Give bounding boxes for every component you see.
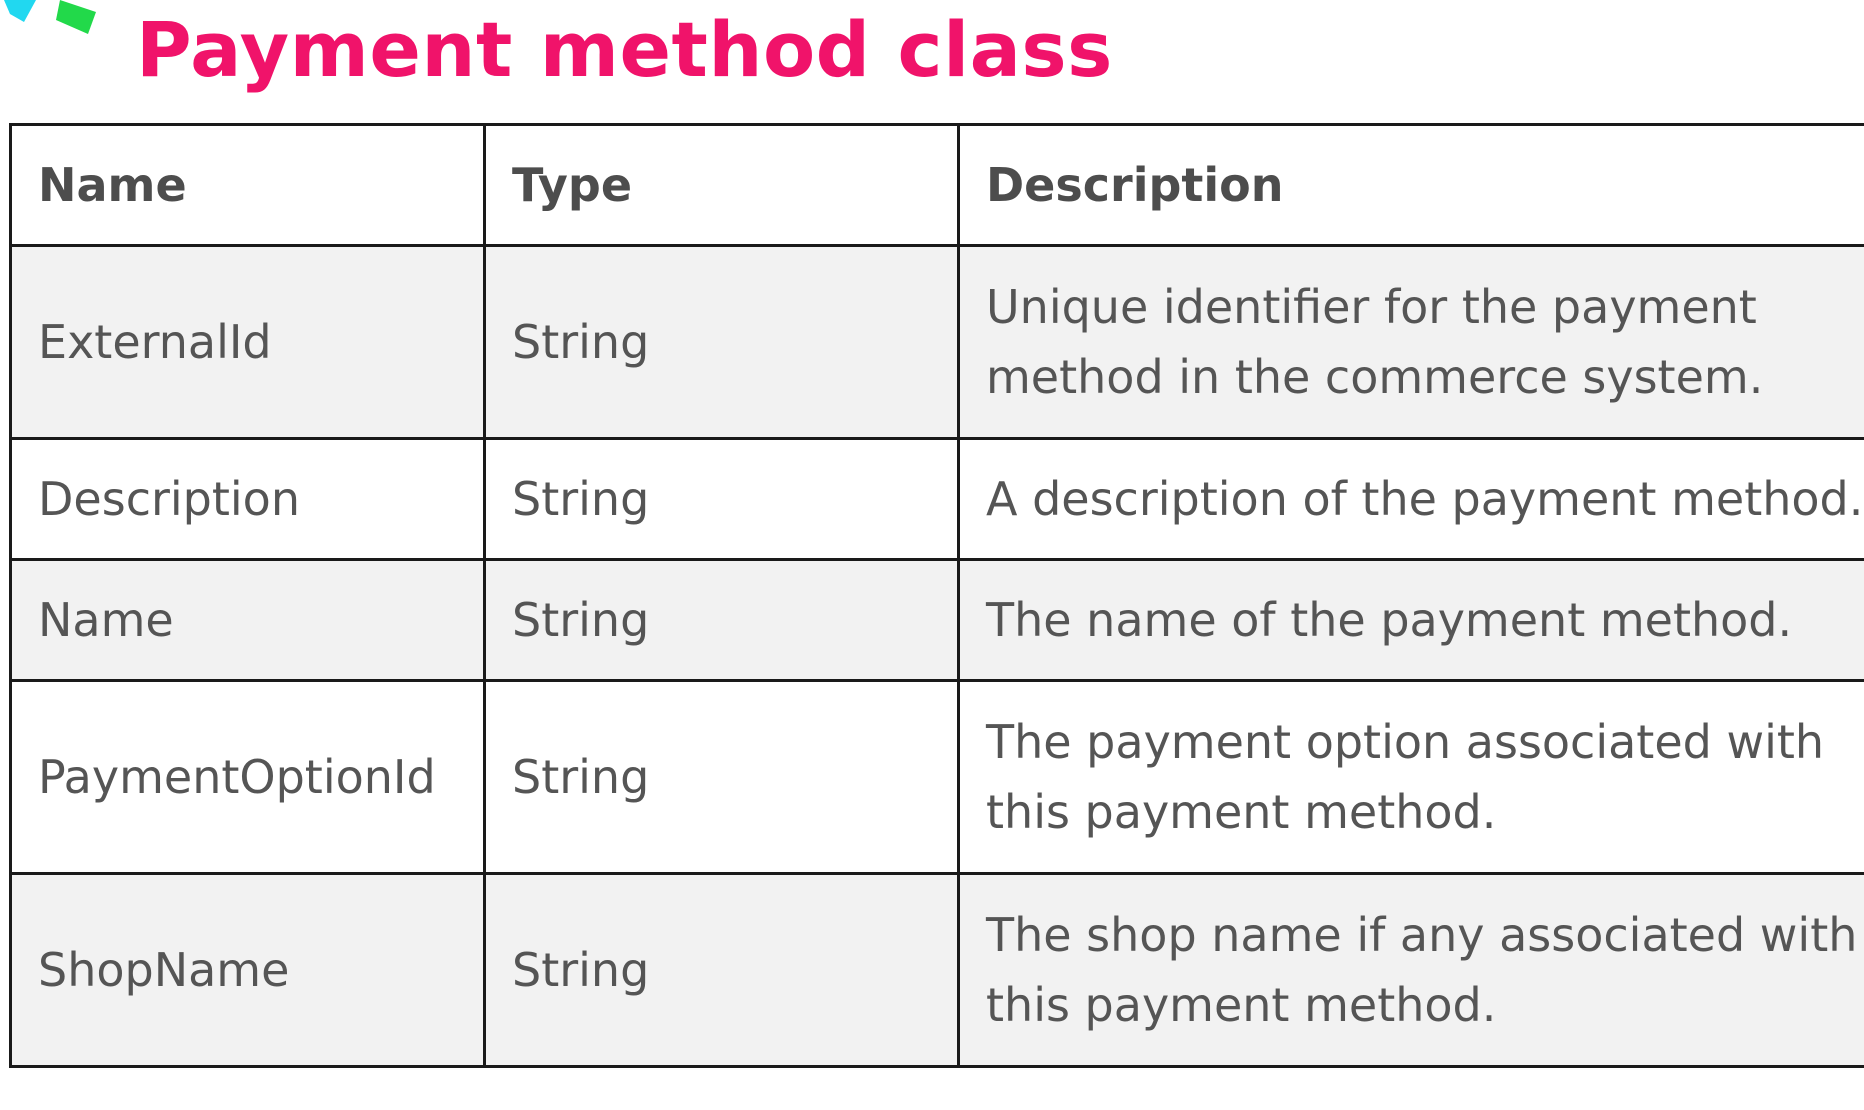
cell-description: The payment option associated with this … (957, 679, 1864, 875)
cell-name: ExternalId (9, 244, 486, 440)
cell-type: String (483, 437, 960, 561)
payment-method-table-container: Name Type Description ExternalId String … (9, 123, 1864, 1068)
table-row: PaymentOptionId String The payment optio… (9, 679, 1864, 875)
payment-method-table: Name Type Description ExternalId String … (9, 123, 1864, 1068)
description-line: this payment method. (986, 978, 1497, 1032)
cell-type: String (483, 558, 960, 682)
description-line: this payment method. (986, 785, 1497, 839)
cell-name: PaymentOptionId (9, 679, 486, 875)
table-row: ShopName String The shop name if any ass… (9, 872, 1864, 1068)
cell-description: Unique identifier for the payment method… (957, 244, 1864, 440)
cell-description: The name of the payment method. (957, 558, 1864, 682)
cell-description: The shop name if any associated with thi… (957, 872, 1864, 1068)
cell-description: A description of the payment method. (957, 437, 1864, 561)
description-line: The payment option associated with (986, 715, 1825, 769)
table-row: Description String A description of the … (9, 437, 1864, 561)
description-line: The shop name if any associated with (986, 908, 1858, 962)
column-header-type: Type (483, 123, 960, 247)
table-row: Name String The name of the payment meth… (9, 558, 1864, 682)
cell-name: Name (9, 558, 486, 682)
cell-type: String (483, 679, 960, 875)
table-header-row: Name Type Description (9, 123, 1864, 247)
page-title: Payment method class (136, 5, 1113, 94)
cell-name: ShopName (9, 872, 486, 1068)
description-line: A description of the payment method. (986, 472, 1864, 526)
cyan-shape-icon (4, 0, 36, 22)
cell-name: Description (9, 437, 486, 561)
description-line: Unique identifier for the payment (986, 280, 1757, 334)
table-row: ExternalId String Unique identifier for … (9, 244, 1864, 440)
column-header-description: Description (957, 123, 1864, 247)
column-header-name: Name (9, 123, 486, 247)
cell-type: String (483, 872, 960, 1068)
green-shape-icon (56, 0, 96, 34)
cell-type: String (483, 244, 960, 440)
description-line: method in the commerce system. (986, 350, 1764, 404)
description-line: The name of the payment method. (986, 593, 1793, 647)
decorative-corner-shapes-icon (4, 0, 96, 34)
